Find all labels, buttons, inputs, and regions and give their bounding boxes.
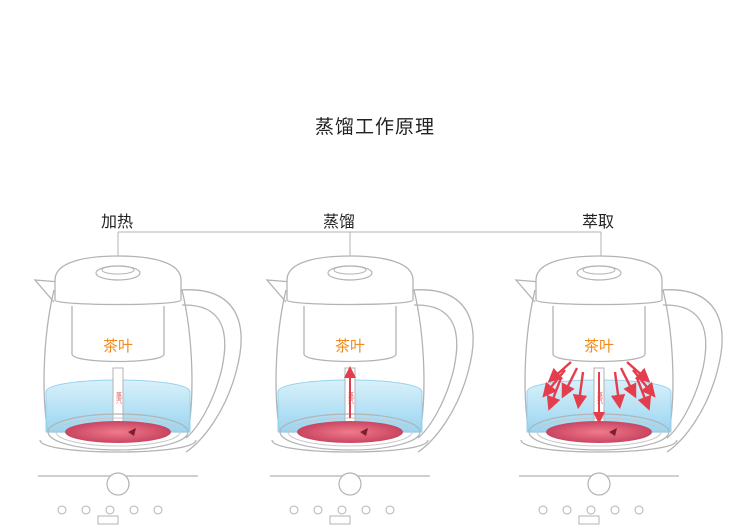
step-label-steaming: 蒸馏 [323,212,356,231]
tea-label: 茶叶 [584,337,614,355]
kettle-spout [514,279,542,303]
step-label-heating: 加热 [101,212,134,231]
heating-element-icon [609,428,617,436]
base-rim [271,439,429,453]
kettle-handle-inner [181,304,226,439]
extraction-arrow [547,361,572,383]
extraction-arrow [619,367,637,399]
tea-basket [552,306,646,363]
heating-element-icon [128,428,136,436]
base-display [329,515,351,525]
base-rim [520,439,678,453]
extraction-arrow [635,377,652,411]
steam-tube-label: 蒸汽 [115,391,122,404]
base-button [105,505,115,515]
base-button [81,505,91,515]
kettle-handle [660,289,723,453]
hot-plate [546,421,652,443]
base-button [153,505,163,515]
base-button [289,505,299,515]
step-label-extraction: 萃取 [582,212,615,231]
kettle-handle [411,289,474,453]
page-title: 蒸馏工作原理 [314,116,435,138]
lid-knob [576,265,622,281]
base-dial [587,472,611,496]
base-button [610,505,620,515]
plate-ring [55,417,181,447]
lid-knob [327,265,373,281]
tea-label: 茶叶 [335,337,365,355]
base-button [129,505,139,515]
base-button [562,505,572,515]
base-display [578,515,600,525]
kettle-handle [179,289,242,453]
kettle-handle-inner [413,304,458,439]
base-button [57,505,67,515]
kettle-spout [33,279,61,303]
kettle-spout [265,279,293,303]
tea-basket [303,306,397,363]
base-button [385,505,395,515]
extraction-arrow [546,377,563,411]
base-button [337,505,347,515]
base-button [361,505,371,515]
extraction-arrow [626,361,651,383]
hot-plate [297,421,403,443]
extraction-arrow [542,369,566,398]
heating-element-icon [360,428,368,436]
lid-knob [95,265,141,281]
tea-basket [71,306,165,363]
base-button [634,505,644,515]
lid-knob-top [582,265,616,275]
base-button [586,505,596,515]
extraction-arrow [610,371,626,410]
hot-plate [65,421,171,443]
base-display [97,515,119,525]
plate-ring-outer [47,413,189,451]
extraction-arrow [572,371,588,410]
base-dial [338,472,362,496]
kettle-handle-inner [662,304,707,439]
lid-knob-top [333,265,367,275]
base-button [538,505,548,515]
tea-label: 茶叶 [103,337,133,355]
base-button [313,505,323,515]
extraction-arrow [632,369,656,398]
lid-knob-top [101,265,135,275]
extraction-arrow [561,367,579,399]
base-rim [39,439,197,453]
base-dial [106,472,130,496]
